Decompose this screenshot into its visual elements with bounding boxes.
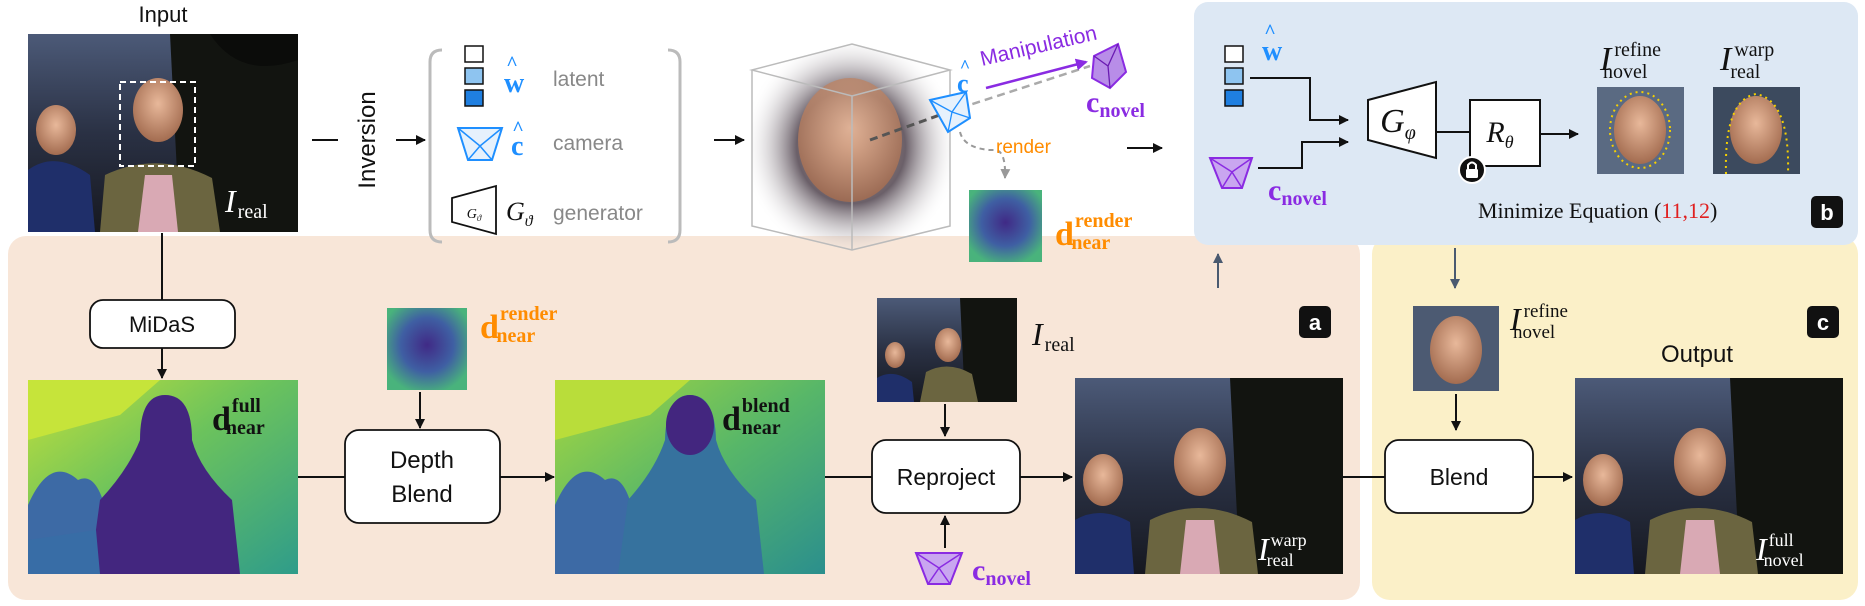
c-hat-camera-icon xyxy=(928,90,972,134)
reproject-box: Reproject xyxy=(871,439,1021,514)
r-theta-box: Rθ xyxy=(1469,99,1541,167)
warp-real-image xyxy=(1075,378,1343,574)
latent-icon-b xyxy=(1224,45,1244,107)
latent-label: latent xyxy=(553,68,605,91)
generator-label: generator xyxy=(553,202,643,225)
c-novel-camera-icon-top xyxy=(1090,42,1128,90)
c-hat-symbol: c xyxy=(511,131,523,162)
badge-b: b xyxy=(1811,196,1843,228)
render-label: render xyxy=(996,137,1052,158)
output-title: Output xyxy=(1661,341,1733,368)
svg-text:^: ^ xyxy=(506,53,518,75)
badge-c: c xyxy=(1807,306,1839,338)
depth-render-image-top xyxy=(969,190,1042,262)
svg-text:Reproject: Reproject xyxy=(897,464,996,490)
c-novel-symbol-top: cnovel xyxy=(1086,86,1145,122)
c-novel-symbol-a: cnovel xyxy=(972,554,1031,590)
svg-text:c: c xyxy=(957,69,969,98)
lock-icon xyxy=(1458,156,1486,184)
svg-text:Depth: Depth xyxy=(390,447,454,474)
camera-icon xyxy=(456,127,504,161)
svg-text:^: ^ xyxy=(512,118,524,140)
output-image xyxy=(1575,378,1843,574)
generator-icon: Gϑ xyxy=(451,184,497,236)
depth-blend-box: Depth Blend xyxy=(344,429,501,524)
blend-box: Blend xyxy=(1384,439,1534,514)
real-image-small xyxy=(877,298,1017,402)
minimize-equation: Minimize Equation (11,12) xyxy=(1478,198,1717,223)
svg-text:a: a xyxy=(1309,310,1322,335)
inversion-label: Inversion xyxy=(354,91,381,188)
svg-text:^: ^ xyxy=(1264,21,1276,43)
depth-full-image xyxy=(28,380,298,574)
svg-text:w: w xyxy=(1262,36,1283,67)
input-image xyxy=(28,34,298,232)
svg-text:Gϑ: Gϑ xyxy=(467,207,482,223)
g-theta-symbol: Gϑ xyxy=(506,197,534,230)
midas-box: MiDaS xyxy=(89,299,236,349)
face-refine-image xyxy=(1597,87,1684,174)
w-hat-symbol: w xyxy=(504,68,525,99)
camera-label: camera xyxy=(553,132,623,155)
face-refine-image-c xyxy=(1413,306,1499,391)
svg-text:^: ^ xyxy=(960,56,970,76)
svg-text:MiDaS: MiDaS xyxy=(129,312,195,337)
c-novel-camera-icon-a xyxy=(914,552,964,585)
c-novel-camera-icon-b xyxy=(1208,157,1254,189)
c-novel-symbol-b: cnovel xyxy=(1268,174,1327,210)
face-warp-image xyxy=(1713,87,1800,175)
latent-icon xyxy=(464,45,484,107)
badge-a: a xyxy=(1299,306,1331,338)
svg-text:c: c xyxy=(1817,310,1829,335)
svg-text:Rθ: Rθ xyxy=(1485,116,1513,152)
svg-text:Blend: Blend xyxy=(391,481,452,508)
cube-render xyxy=(749,43,953,251)
depth-blend-image xyxy=(555,380,825,574)
svg-text:Blend: Blend xyxy=(1430,464,1489,490)
input-title: Input xyxy=(139,2,188,27)
svg-text:b: b xyxy=(1820,200,1833,225)
depth-render-image-a xyxy=(387,308,467,390)
svg-text:Gφ: Gφ xyxy=(1380,103,1416,144)
g-phi-generator-icon: Gφ xyxy=(1367,80,1437,160)
